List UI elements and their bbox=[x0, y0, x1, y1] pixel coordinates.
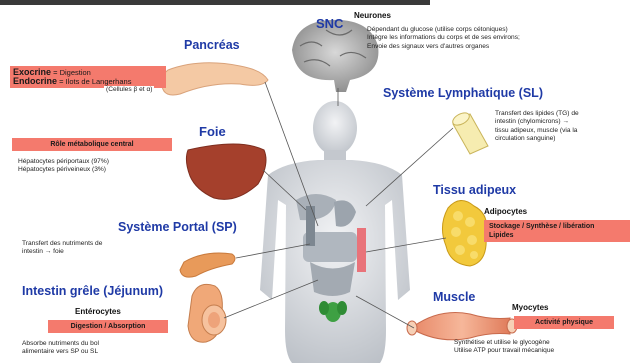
pancreas-illustration bbox=[162, 63, 268, 95]
muscle-illustration bbox=[407, 313, 517, 340]
muscle-desc-line: Synthétise et utilise le glycogène bbox=[454, 339, 629, 347]
pancreas-title: Pancréas bbox=[184, 38, 240, 52]
lymph-desc-line: circulation sanguine) bbox=[495, 135, 630, 143]
lymph-desc-line: tissu adipeux, muscle (via la bbox=[495, 127, 630, 135]
adipeux-title: Tissu adipeux bbox=[433, 183, 516, 197]
intestin-cells-label: Entérocytes bbox=[75, 307, 121, 316]
intestine-illustration bbox=[188, 284, 226, 342]
portal-title: Système Portal (SP) bbox=[118, 220, 237, 234]
foie-desc-line: Hépatocytes périveineux (3%) bbox=[18, 166, 109, 174]
adipeux-cells-label: Adipocytes bbox=[484, 207, 527, 216]
intestin-badge: Digestion / Absorption bbox=[48, 320, 168, 333]
foie-badge: Rôle métabolique central bbox=[12, 138, 172, 151]
foie-title: Foie bbox=[199, 124, 226, 139]
snc-description: Dépendant du glucose (utilise corps céto… bbox=[367, 26, 632, 51]
adipose-illustration bbox=[442, 200, 486, 266]
pancreas-info-box: Exocrine = Digestion Endocrine = Ilots d… bbox=[10, 66, 166, 88]
muscle-title: Muscle bbox=[433, 290, 475, 304]
lymph-vessel-illustration bbox=[451, 110, 488, 154]
endocrine-def: = Ilots de Langerhans bbox=[57, 77, 131, 86]
intestin-desc-line: alimentaire vers SP ou SL bbox=[22, 348, 170, 356]
foie-desc-line: Hépatocytes périportaux (97%) bbox=[18, 158, 109, 166]
lymph-description: Transfert des lipides (TG) de intestin (… bbox=[495, 110, 630, 144]
intestin-description: Absorbe nutriments du bol alimentaire ve… bbox=[22, 340, 170, 357]
snc-desc-line: Dépendant du glucose (utilise corps céto… bbox=[367, 26, 632, 34]
endocrine-term: Endocrine bbox=[13, 76, 57, 86]
endocrine-line: Endocrine = Ilots de Langerhans bbox=[13, 77, 163, 86]
lymph-title: Système Lymphatique (SL) bbox=[383, 86, 543, 100]
adipeux-badge-line: Lipides bbox=[489, 231, 625, 240]
muscle-cells-label: Myocytes bbox=[512, 303, 548, 312]
portal-desc-line: intestin → foie bbox=[22, 248, 170, 256]
adipeux-badge: Stockage / Synthèse / libération Lipides bbox=[484, 220, 630, 242]
liver-illustration bbox=[186, 144, 266, 199]
adipeux-badge-line: Stockage / Synthèse / libération bbox=[489, 222, 625, 231]
portal-description: Transfert des nutriments de intestin → f… bbox=[22, 240, 170, 257]
lymph-desc-line: Transfert des lipides (TG) de bbox=[495, 110, 630, 118]
lymph-desc-line: intestin (chylomicrons) → bbox=[495, 118, 630, 126]
muscle-badge: Activité physique bbox=[514, 316, 614, 329]
snc-cells-label: Neurones bbox=[354, 11, 391, 20]
foie-description: Hépatocytes périportaux (97%) Hépatocyte… bbox=[18, 158, 109, 175]
snc-desc-line: Intègre les informations du corps et de … bbox=[367, 34, 632, 42]
portal-desc-line: Transfert des nutriments de bbox=[22, 240, 170, 248]
muscle-desc-line: Utilise ATP pour travail mécanique bbox=[454, 347, 629, 355]
snc-title: SNC bbox=[316, 16, 343, 31]
pancreas-endocrine-cells: (Cellules β et α) bbox=[104, 86, 154, 94]
intestin-title: Intestin grêle (Jéjunum) bbox=[22, 284, 163, 298]
header-strip bbox=[0, 0, 430, 5]
muscle-description: Synthétise et utilise le glycogène Utili… bbox=[454, 339, 629, 356]
intestin-desc-line: Absorbe nutriments du bol bbox=[22, 340, 170, 348]
snc-desc-line: Envoie des signaux vers d'autres organes bbox=[367, 43, 632, 51]
portal-vessel-illustration bbox=[180, 253, 235, 277]
